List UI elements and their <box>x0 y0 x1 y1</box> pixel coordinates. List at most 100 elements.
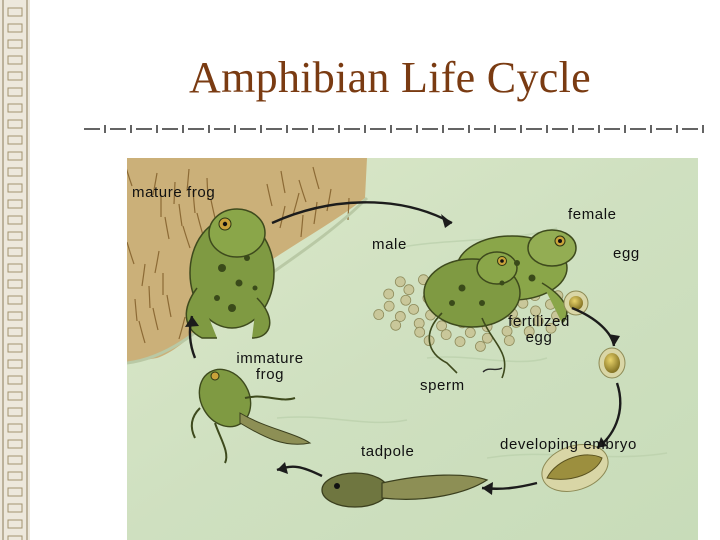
border-motif <box>7 135 23 145</box>
egg-mass-egg <box>545 322 557 334</box>
label-female: female <box>568 206 617 223</box>
border-motif <box>7 39 23 49</box>
grass-blade <box>280 170 286 194</box>
grass-blade <box>178 316 186 340</box>
grass-blade <box>152 172 158 196</box>
grass-blade <box>192 190 196 214</box>
grass-blade <box>166 294 172 318</box>
scene-artwork <box>127 158 698 540</box>
grass-blade <box>173 181 176 205</box>
egg-mass-egg <box>475 340 486 352</box>
border-motif <box>7 23 23 33</box>
egg-mass-egg <box>383 288 395 300</box>
border-motif <box>7 215 23 225</box>
grass-blade <box>138 320 146 344</box>
decorative-border <box>0 0 30 540</box>
grass-blade <box>186 168 190 192</box>
label-developing-embryo: developing embryo <box>500 436 637 453</box>
egg-mass-egg <box>394 276 406 288</box>
grass-blade <box>313 201 318 225</box>
border-motif <box>7 423 23 433</box>
mating-frogs-figure <box>423 229 577 379</box>
egg-mass-egg <box>530 305 541 317</box>
grass-blade <box>347 197 350 221</box>
border-motif <box>7 7 23 17</box>
border-motif <box>7 71 23 81</box>
border-motif <box>7 87 23 97</box>
label-immature-frog-line1: immature <box>236 350 304 367</box>
egg-mass-egg <box>403 284 415 296</box>
egg-mass-egg <box>440 329 452 341</box>
border-motif <box>7 119 23 129</box>
grass-blade <box>141 263 146 287</box>
border-motif <box>7 359 23 369</box>
border-motif <box>7 279 23 289</box>
border-motif <box>7 471 23 481</box>
grass-blade <box>266 183 273 207</box>
label-fertilized-egg-line1: fertilized <box>508 313 570 330</box>
mature-frog-figure <box>185 208 275 339</box>
label-fertilized-egg-line2: egg <box>525 329 553 346</box>
grass-blade <box>148 285 151 309</box>
border-motif <box>7 263 23 273</box>
fertilized-egg-figure <box>563 290 589 316</box>
egg-mass-egg <box>400 294 412 306</box>
life-cycle-illustration: mature frog female male egg fertilized e… <box>127 158 698 540</box>
border-motif <box>7 327 23 337</box>
slide-title: Amphibian Life Cycle <box>189 53 591 102</box>
border-motif <box>7 535 23 540</box>
egg-mass-egg <box>510 317 522 328</box>
border-motif <box>7 167 23 177</box>
egg-mass-egg <box>394 311 406 322</box>
border-motif <box>7 391 23 401</box>
grass-blade <box>127 241 135 265</box>
border-motif <box>7 503 23 513</box>
border-motif <box>7 455 23 465</box>
border-motif <box>7 407 23 417</box>
border-motif <box>7 151 23 161</box>
grass-blade <box>154 250 160 274</box>
border-motif <box>7 295 23 305</box>
egg-mass-egg <box>454 336 466 348</box>
grass-blade <box>152 307 159 331</box>
immature-frog-figure <box>190 368 312 464</box>
border-motif <box>7 487 23 497</box>
grass-blade <box>298 179 307 203</box>
border-motif <box>7 439 23 449</box>
label-immature-frog: immature frog <box>225 351 315 383</box>
egg-mass-egg <box>532 315 544 327</box>
border-motif <box>7 183 23 193</box>
border-motif <box>7 519 23 529</box>
grass-blade <box>312 166 320 190</box>
border-motif <box>7 55 23 65</box>
grass-blade <box>326 188 332 212</box>
grass-blade <box>300 214 304 238</box>
egg-mass-egg <box>390 319 402 331</box>
label-egg: egg <box>613 245 640 262</box>
egg-mass-egg <box>464 327 476 338</box>
border-motif <box>7 375 23 385</box>
label-fertilized-egg: fertilized egg <box>495 314 583 346</box>
grass-blade <box>182 225 191 249</box>
sperm-figure <box>482 367 503 373</box>
egg-mass-egg <box>383 300 395 312</box>
border-motif <box>7 231 23 241</box>
egg-mass-egg <box>408 303 420 315</box>
grass-blade <box>134 298 138 322</box>
grass-blade <box>127 168 133 187</box>
egg-mass-egg <box>523 326 535 337</box>
border-motif <box>7 199 23 209</box>
title-divider <box>84 125 704 133</box>
developing-egg-figure <box>598 347 626 379</box>
egg-mass-egg <box>414 326 426 338</box>
label-sperm: sperm <box>420 377 465 394</box>
egg-mass-egg <box>436 320 447 332</box>
grass-blade <box>206 177 209 201</box>
border-motif <box>7 247 23 257</box>
border-motif <box>7 311 23 321</box>
egg-mass-egg <box>503 335 515 346</box>
label-male: male <box>372 236 407 253</box>
label-immature-frog-line2: frog <box>255 366 285 383</box>
grass-blade <box>178 203 183 227</box>
tadpole-figure <box>321 472 489 508</box>
